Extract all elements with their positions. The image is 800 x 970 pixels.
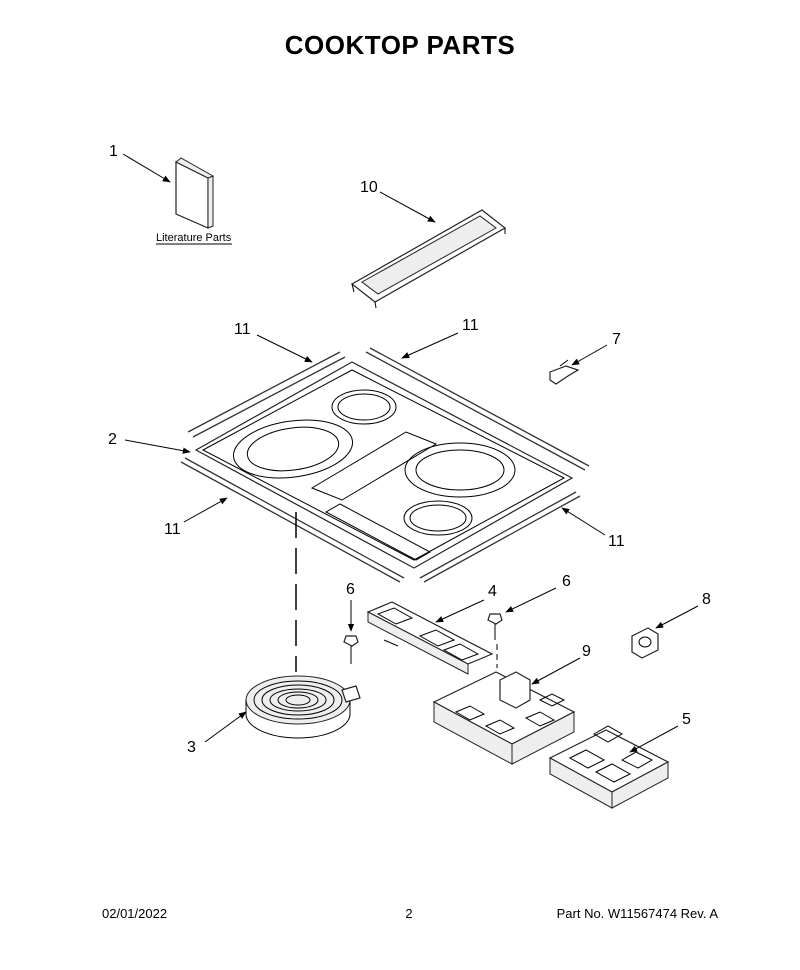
callout-2[interactable]: 2 <box>108 431 117 448</box>
vent-trim[interactable] <box>350 209 507 309</box>
leader-arrow-11-bottom-left <box>183 497 228 523</box>
callout-11-top-right[interactable]: 11 <box>462 317 479 334</box>
leader-arrow-4 <box>435 599 485 623</box>
gasket-strip-top-left[interactable] <box>187 351 346 438</box>
page-title: COOKTOP PARTS <box>284 30 516 60</box>
small-burner-rear <box>331 389 397 425</box>
control-panel-area <box>324 503 432 561</box>
glass-cooktop[interactable] <box>194 361 574 569</box>
relay-board[interactable] <box>548 725 670 809</box>
callout-5[interactable]: 5 <box>682 711 691 728</box>
leader-arrow-6-right <box>505 587 557 613</box>
touch-control-board[interactable] <box>366 601 494 675</box>
callout-6-right[interactable]: 6 <box>562 573 571 590</box>
screw-right[interactable] <box>487 613 503 668</box>
small-burner-front <box>403 500 473 536</box>
footer-date: 02/01/2022 <box>102 906 168 921</box>
large-burner-right <box>404 442 516 498</box>
callout-7[interactable]: 7 <box>612 331 621 348</box>
mounting-clip[interactable] <box>549 359 580 385</box>
callout-6-left[interactable]: 6 <box>346 581 355 598</box>
element-terminal-block <box>341 685 361 703</box>
callout-10[interactable]: 10 <box>360 179 378 196</box>
leader-arrow-3 <box>204 711 247 743</box>
footer-part-number: Part No. W11567474 Rev. A <box>556 906 718 921</box>
warming-zone <box>310 431 438 501</box>
callout-11-top-left[interactable]: 11 <box>234 321 251 338</box>
gasket-strip-top-right[interactable] <box>365 347 590 471</box>
leader-arrow-9 <box>531 657 581 685</box>
leader-arrow-11-top-right <box>401 332 459 359</box>
screw-left[interactable] <box>343 635 359 664</box>
leader-arrow-2 <box>124 439 191 454</box>
callout-8[interactable]: 8 <box>702 591 711 608</box>
limiter-switch[interactable] <box>631 627 659 659</box>
callout-11-bottom-right[interactable]: 11 <box>608 533 625 550</box>
callout-1[interactable]: 1 <box>109 143 118 160</box>
leader-arrow-8 <box>655 605 699 629</box>
radiant-surface-element[interactable] <box>245 675 361 739</box>
callout-11-bottom-left[interactable]: 11 <box>164 521 181 538</box>
leader-arrow-5 <box>629 725 679 753</box>
callout-4[interactable]: 4 <box>488 583 497 600</box>
large-burner-left <box>232 419 354 479</box>
literature-booklet[interactable] <box>156 157 232 245</box>
leader-arrow-10 <box>379 191 436 223</box>
leader-arrow-1 <box>122 153 171 183</box>
footer-page-number: 2 <box>405 906 413 921</box>
leader-arrow-11-bottom-right <box>561 507 606 536</box>
gasket-strip-bottom-left[interactable] <box>180 457 405 583</box>
gasket-strip-bottom-right[interactable] <box>419 491 581 583</box>
literature-parts-label: Literature Parts <box>156 232 232 244</box>
leader-arrow-7 <box>571 344 608 366</box>
leader-arrow-11-top-left <box>256 334 313 363</box>
callout-9[interactable]: 9 <box>582 643 591 660</box>
power-control-board[interactable] <box>432 671 576 765</box>
callout-3[interactable]: 3 <box>187 739 196 756</box>
